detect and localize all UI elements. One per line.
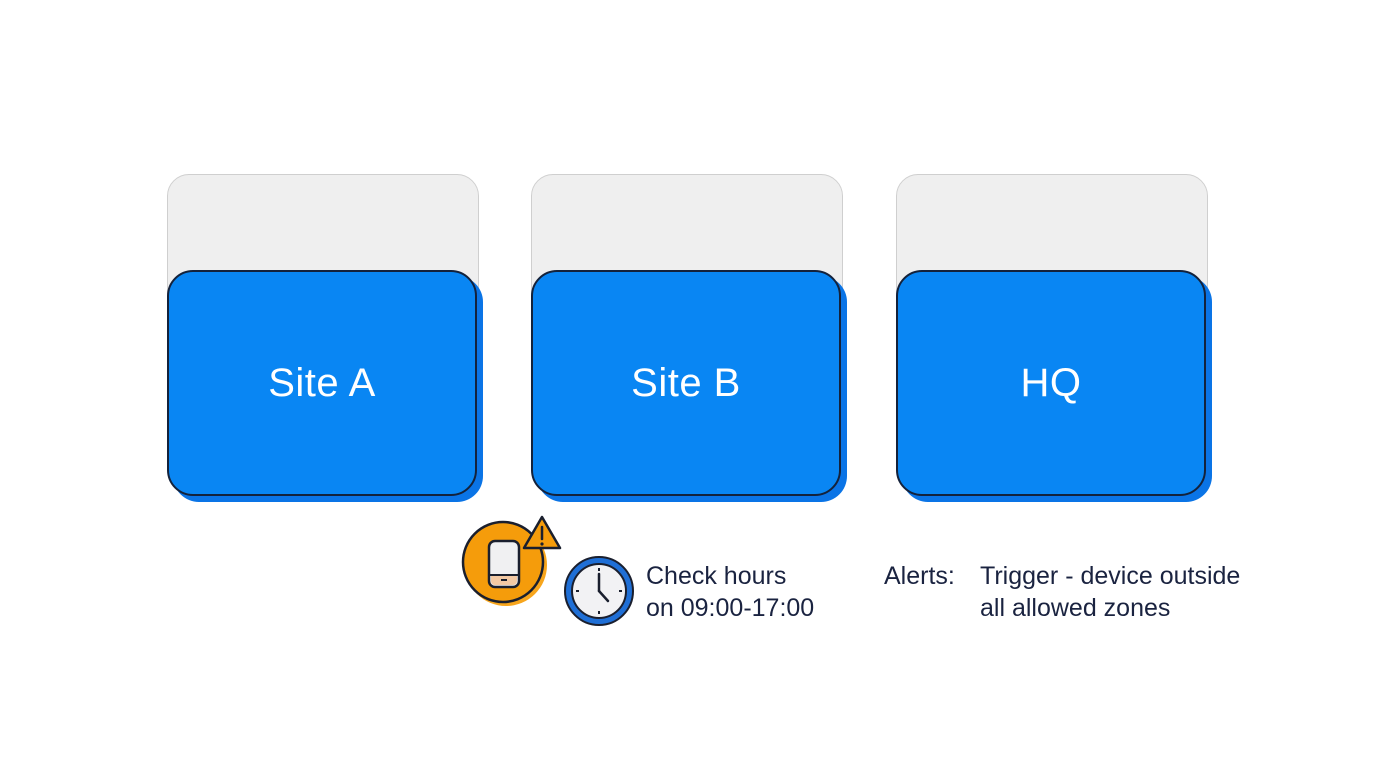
alerts-line-1: Trigger - device outside [980,562,1241,590]
alerts-line-2: all allowed zones [980,594,1171,622]
phone-warning-icon [461,515,562,606]
alerts-label: Alerts: [884,562,955,590]
zone-card-site-a: Site A [167,174,483,502]
zone-label: Site A [268,360,376,405]
clock-icon [564,556,634,626]
schedule-line-2: on 09:00-17:00 [646,594,815,622]
zone-label: HQ [1020,360,1082,405]
zone-card-front: Site A [167,270,477,496]
zone-card-hq: HQ [896,174,1212,502]
zone-card-front: Site B [531,270,841,496]
alerts-text: Trigger - device outside all allowed zon… [980,560,1240,624]
zone-card-site-b: Site B [531,174,847,502]
zone-label: Site B [631,360,741,405]
schedule-text: Check hours on 09:00-17:00 [646,560,814,624]
schedule-line-1: Check hours [646,562,787,590]
zone-card-front: HQ [896,270,1206,496]
